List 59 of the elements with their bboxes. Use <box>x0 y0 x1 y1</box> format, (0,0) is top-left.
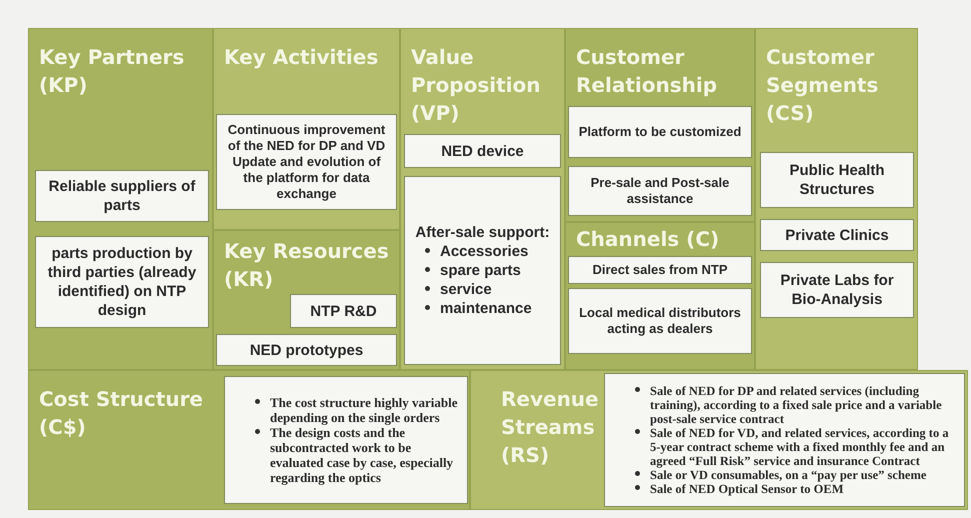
text-card <box>216 114 397 210</box>
card-text: Private Labs for Bio-Analysis <box>779 271 895 309</box>
text-card <box>216 334 397 366</box>
bullet-item: Accessories <box>440 242 528 261</box>
canvas-section-panel <box>565 222 755 370</box>
card-text: After-sale support: <box>415 223 550 242</box>
bullet-item: spare parts <box>440 261 521 280</box>
card-text: NTP R&D <box>310 302 377 320</box>
section-heading: Key Resources (KR) <box>223 238 390 293</box>
canvas-section-panel <box>470 370 968 510</box>
text-card <box>404 134 561 168</box>
section-heading: Revenue Streams (RS) <box>500 386 600 469</box>
canvas-section-panel <box>28 28 213 370</box>
section-heading: Key Activities <box>223 44 380 71</box>
section-heading: Key Partners (KP) <box>38 44 186 99</box>
card-text: Direct sales from NTP <box>592 262 728 278</box>
card-text: NED prototypes <box>250 340 364 360</box>
bullet-item: Sale of NED for VD, and related services, according to a 5-year contract scheme with a fixed monthly fee and an agreed “Full Risk” service and insurance Contract <box>650 426 950 468</box>
card-text: Private Clinics <box>785 226 889 244</box>
card-text: Update and evolution of the platform for data exchange <box>231 154 382 202</box>
card-text: Continuous improvement of the NED for DP and VD <box>226 122 386 154</box>
bullet-item: The cost structure highly variable depending on the single orders <box>270 395 459 425</box>
card-text: Pre-sale and Post-sale assistance <box>590 175 730 207</box>
section-heading: Channels (C) <box>575 226 720 253</box>
card-text: Public Health Structures <box>788 161 886 199</box>
canvas-section-panel <box>755 28 918 370</box>
card-text: Platform to be customized <box>578 124 742 140</box>
text-card <box>568 106 752 158</box>
bullet-item: The design costs and the subcontracted work to be evaluated case by case, especially regarding the optics <box>270 425 454 485</box>
canvas-section-panel <box>213 28 400 230</box>
text-card <box>290 294 397 328</box>
bullet-item: Sale of NED Optical Sensor to OEM <box>650 482 844 496</box>
bullet-item: maintenance <box>440 299 532 318</box>
card-text: Local medical distributors acting as dealers <box>578 305 742 337</box>
section-heading: Customer Relationship <box>575 44 718 99</box>
bullet-item: Sale of NED for DP and related services (including training), according to a fixed sale price and a variable post-sale service contract <box>650 384 943 426</box>
card-text: NED device <box>441 142 524 160</box>
card-text: parts production by third parties (already identified) on NTP design <box>46 244 198 320</box>
canvas-section-panel <box>28 370 470 510</box>
text-card <box>404 176 561 365</box>
text-card <box>568 288 752 354</box>
section-heading: Cost Structure (C$) <box>38 386 204 441</box>
canvas-section-panel <box>400 28 565 370</box>
bullet-item: Sale or VD consumables, on a “pay per use” scheme <box>650 468 926 482</box>
text-card <box>604 373 965 507</box>
text-card <box>35 170 209 222</box>
card-text: Reliable suppliers of parts <box>48 177 196 215</box>
text-card <box>224 376 468 504</box>
text-card <box>760 262 914 318</box>
text-card <box>760 152 914 208</box>
bullet-item: service <box>440 280 492 299</box>
text-card <box>760 219 914 251</box>
text-card <box>568 256 752 284</box>
text-card <box>568 166 752 216</box>
canvas-section-panel <box>213 230 400 370</box>
canvas-section-panel <box>565 28 755 222</box>
section-heading: Value Proposition (VP) <box>410 44 542 127</box>
section-heading: Customer Segments (CS) <box>765 44 880 127</box>
text-card <box>35 236 209 328</box>
